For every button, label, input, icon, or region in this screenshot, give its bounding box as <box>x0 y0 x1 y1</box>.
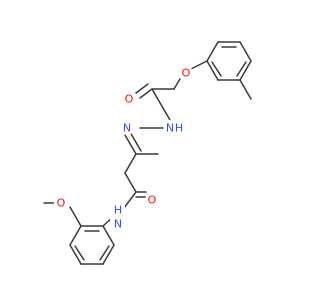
amide-hydrogen-text: H <box>114 204 122 217</box>
bond <box>129 131 142 152</box>
bond <box>239 79 252 100</box>
bond <box>124 153 137 174</box>
amide-oxygen-label: O <box>145 193 159 207</box>
hydrazide-carbonyl-oxygen-text: O <box>125 93 134 106</box>
bond <box>190 60 208 70</box>
hydrazide-nitrogen-text: N <box>166 122 174 135</box>
amide-nitrogen-label: H N <box>110 204 125 231</box>
amide-nitrogen-text: N <box>114 218 122 231</box>
bond <box>74 245 85 261</box>
bond <box>206 60 219 81</box>
bond <box>69 244 82 265</box>
amide-oxygen-text: O <box>148 194 157 207</box>
bond <box>239 41 252 62</box>
bond <box>139 88 153 99</box>
bond <box>151 88 164 109</box>
bond-layer <box>43 41 252 265</box>
bond <box>102 225 115 246</box>
hydrazide-carbonyl-oxygen-label: O <box>122 92 136 106</box>
ether-oxygen-label: O <box>179 66 193 80</box>
bond <box>69 225 82 246</box>
bond <box>99 245 110 261</box>
molecule-structure: O O N H N O H N O <box>43 41 252 265</box>
imine-nitrogen-label: N <box>120 121 134 135</box>
bond <box>69 206 82 227</box>
bond <box>123 191 137 209</box>
bond <box>124 134 137 155</box>
bond <box>135 83 149 94</box>
methoxy-oxygen-label: O <box>54 196 68 210</box>
methoxy-oxygen-text: O <box>57 197 66 210</box>
bond <box>239 60 252 81</box>
ether-oxygen-text: O <box>182 67 191 80</box>
bond <box>173 78 181 90</box>
bond <box>211 61 222 77</box>
bond <box>206 41 219 62</box>
hydrazide-nitrogen-label: N H <box>164 120 184 136</box>
imine-nitrogen-text: N <box>123 122 131 135</box>
atom-label-layer: O O N H N O H N O <box>54 66 193 231</box>
bond <box>124 172 137 193</box>
bond <box>102 244 115 265</box>
bond <box>162 107 171 121</box>
bond <box>236 61 247 77</box>
hydrazide-nitrogen-hydrogen-text: H <box>175 122 183 135</box>
